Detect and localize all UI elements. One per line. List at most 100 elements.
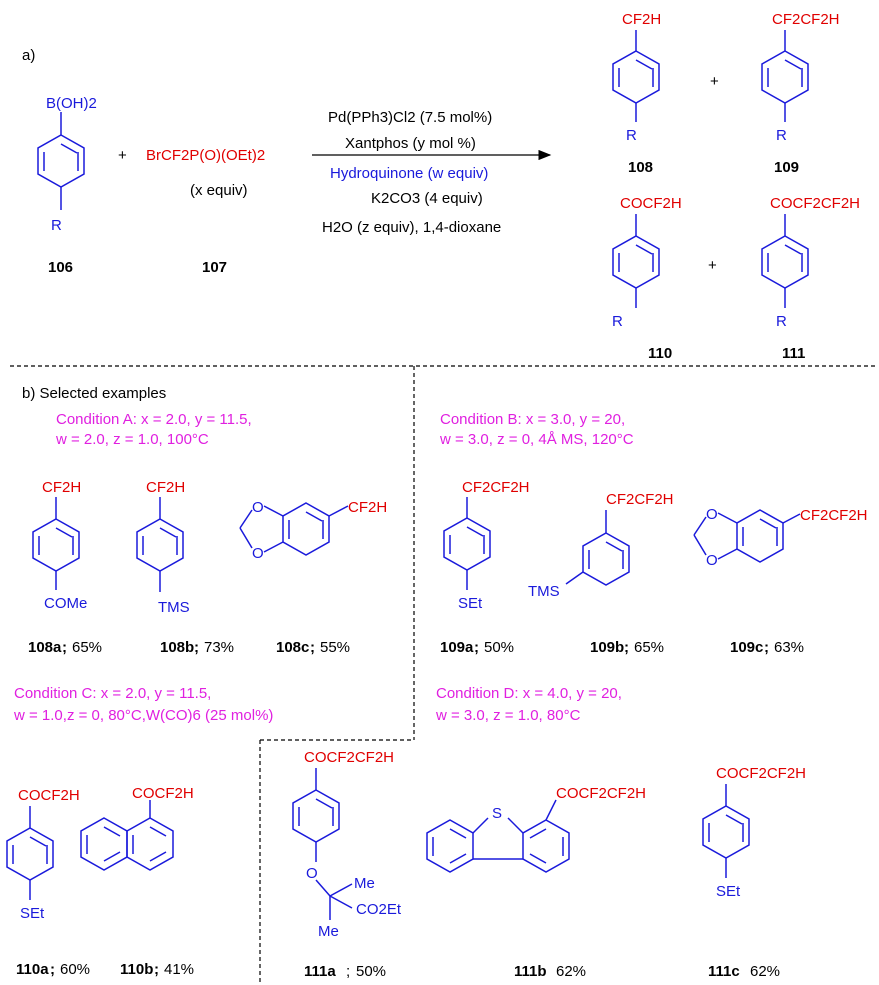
section-a-label: a) — [22, 47, 35, 64]
separator: ; — [764, 639, 769, 656]
product-109-sub: R — [776, 127, 787, 144]
product-108-ring — [612, 30, 660, 122]
product-111-sub: R — [776, 313, 787, 330]
reactant-106-group: B(OH)2 — [46, 95, 97, 112]
example-111b-id: 111b — [514, 963, 547, 980]
separator: ; — [474, 639, 479, 656]
reagent-107-equiv: (x equiv) — [190, 182, 248, 199]
reactant-106-sub: R — [51, 217, 62, 234]
example-109b-group: CF2CF2H — [606, 491, 674, 508]
condition-d-line2: w = 3.0, z = 1.0, 80°C — [435, 707, 581, 724]
product-110-group: COCF2H — [620, 195, 682, 212]
example-109a-structure — [443, 497, 491, 590]
condition-b-line1: Condition B: x = 3.0, y = 20, — [440, 411, 625, 428]
reactant-106-ring — [37, 112, 85, 210]
example-111a-yield: 50% — [356, 963, 386, 980]
product-108-sub: R — [626, 127, 637, 144]
example-108c-structure — [239, 502, 349, 556]
condition-a-line1: Condition A: x = 2.0, y = 11.5, — [56, 411, 252, 428]
example-111a-id: 111a — [304, 963, 336, 980]
plus-sign: + — [708, 257, 717, 274]
condition-ligand: Xantphos (y mol %) — [345, 135, 476, 152]
compound-number-107: 107 — [202, 259, 227, 276]
example-111c-group: COCF2CF2H — [716, 765, 806, 782]
example-108a-group: CF2H — [42, 479, 81, 496]
example-110a-yield: 60% — [60, 961, 90, 978]
example-111b-group: COCF2CF2H — [556, 785, 646, 802]
example-109b-structure — [565, 510, 630, 586]
separator: ; — [624, 639, 629, 656]
product-110-sub: R — [612, 313, 623, 330]
compound-number-108: 108 — [628, 159, 653, 176]
example-111c-yield: 62% — [750, 963, 780, 980]
example-110b-group: COCF2H — [132, 785, 194, 802]
product-110-ring — [612, 214, 660, 308]
compound-number-109: 109 — [774, 159, 799, 176]
product-111-group: COCF2CF2H — [770, 195, 860, 212]
example-109a-sub: SEt — [458, 595, 483, 612]
oxygen-atom: O — [706, 552, 718, 569]
example-109c-group: CF2CF2H — [800, 507, 868, 524]
product-108-group: CF2H — [622, 11, 661, 28]
example-111c-id: 111c — [708, 963, 740, 980]
condition-d-line1: Condition D: x = 4.0, y = 20, — [436, 685, 622, 702]
separator: ; — [62, 639, 67, 656]
example-111a-methyl1: Me — [354, 875, 375, 892]
example-110a-structure — [6, 806, 54, 900]
example-108b-group: CF2H — [146, 479, 185, 496]
plus-sign: + — [118, 147, 127, 164]
example-109b-id: 109b — [590, 639, 624, 656]
example-108a-structure — [32, 497, 80, 590]
condition-base: K2CO3 (4 equiv) — [371, 190, 483, 207]
example-110b-structure — [80, 800, 174, 871]
example-110b-id: 110b — [120, 961, 153, 978]
example-111a-structure — [292, 768, 353, 920]
example-111b-sulfur: S — [492, 805, 502, 822]
example-108b-sub: TMS — [158, 599, 190, 616]
separator: ; — [310, 639, 315, 656]
condition-additive: Hydroquinone (w equiv) — [330, 165, 488, 182]
example-109c-id: 109c — [730, 639, 763, 656]
example-111a-methyl2: Me — [318, 923, 339, 940]
compound-number-106: 106 — [48, 259, 73, 276]
oxygen-atom: O — [252, 499, 264, 516]
example-111c-sub: SEt — [716, 883, 741, 900]
separator: ; — [346, 963, 350, 980]
example-108b-id: 108b — [160, 639, 194, 656]
oxygen-atom: O — [706, 506, 718, 523]
separator: ; — [194, 639, 199, 656]
example-109b-yield: 65% — [634, 639, 664, 656]
example-109a-group: CF2CF2H — [462, 479, 530, 496]
plus-sign: + — [710, 73, 719, 90]
example-108b-structure — [136, 497, 184, 592]
example-111b-structure — [426, 799, 570, 873]
example-108a-yield: 65% — [72, 639, 102, 656]
reagent-107-formula: BrCF2P(O)(OEt)2 — [146, 147, 265, 164]
example-110a-id: 110a — [16, 961, 49, 978]
oxygen-atom: O — [252, 545, 264, 562]
example-108c-id: 108c — [276, 639, 309, 656]
condition-c-line1: Condition C: x = 2.0, y = 11.5, — [14, 685, 211, 702]
example-111a-group: COCF2CF2H — [304, 749, 394, 766]
compound-number-111: 111 — [782, 345, 805, 362]
example-108a-sub: COMe — [44, 595, 87, 612]
condition-c-line2: w = 1.0,z = 0, 80°C,W(CO)6 (25 mol%) — [13, 707, 273, 724]
example-108a-id: 108a — [28, 639, 62, 656]
separator: ; — [50, 961, 55, 978]
condition-b-line2: w = 3.0, z = 0, 4Å MS, 120°C — [439, 431, 634, 448]
product-111-ring — [761, 214, 809, 308]
condition-catalyst: Pd(PPh3)Cl2 (7.5 mol%) — [328, 109, 492, 126]
example-111c-structure — [702, 784, 750, 878]
example-108c-yield: 55% — [320, 639, 350, 656]
condition-a-line2: w = 2.0, z = 1.0, 100°C — [55, 431, 209, 448]
section-b-label: b) Selected examples — [22, 385, 166, 402]
example-111a-oxygen: O — [306, 865, 318, 882]
product-109-group: CF2CF2H — [772, 11, 840, 28]
example-108c-group: CF2H — [348, 499, 387, 516]
separator: ; — [154, 961, 159, 978]
condition-solvent: H2O (z equiv), 1,4-dioxane — [322, 219, 501, 236]
product-109-ring — [761, 30, 809, 122]
example-108b-yield: 73% — [204, 639, 234, 656]
example-109b-sub: TMS — [528, 583, 560, 600]
